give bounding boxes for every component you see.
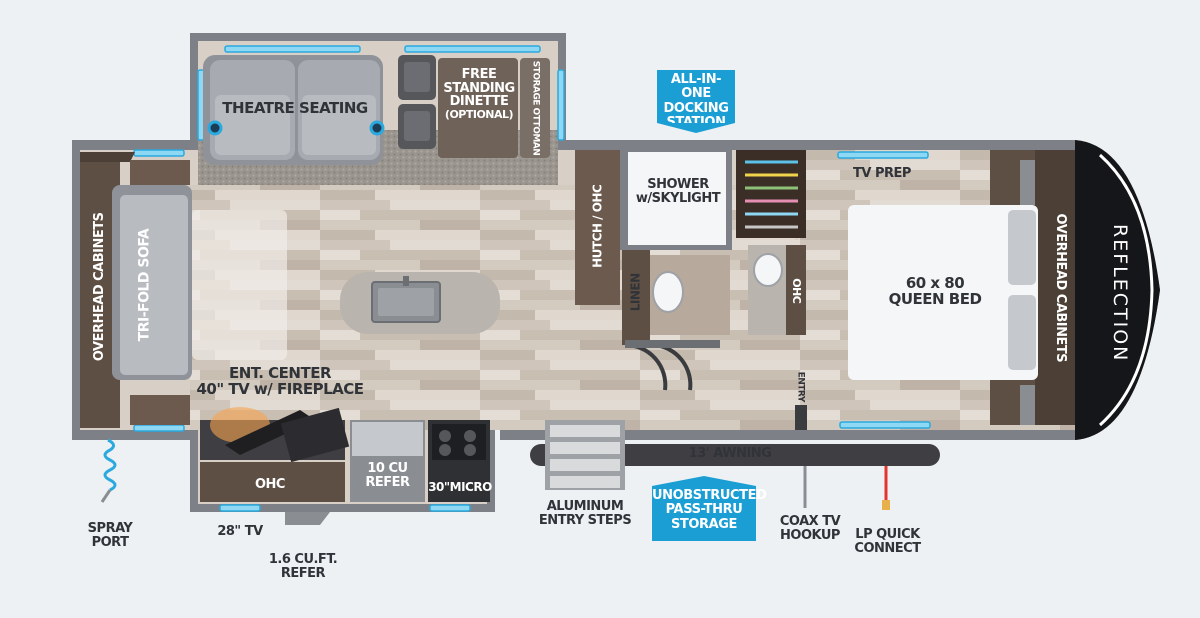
bathroom: [620, 150, 806, 391]
micro-label: 30"MICRO: [428, 480, 492, 494]
ent-center-line1: ENT. CENTER: [228, 364, 332, 382]
ent-center-label: ENT. CENTER 40" TV w/ FIREPLACE: [195, 364, 365, 398]
storage-line3: STORAGE: [670, 516, 738, 532]
entertainment-center: [200, 407, 350, 463]
linen-label: LINEN: [628, 273, 643, 312]
refer-line2: REFER: [365, 474, 410, 490]
docking-line2: DOCKING: [663, 100, 729, 116]
coax-line2: HOOKUP: [780, 527, 840, 543]
docking-badge-pointer: [657, 123, 735, 133]
lp-label: LP QUICK CONNECT: [845, 528, 930, 555]
refrigerator: [350, 420, 425, 502]
dinette-label-line3: DINETTE: [449, 94, 509, 110]
entry-steps-line1: ALUMINUM: [546, 499, 624, 514]
tri-fold-sofa-label: TRI-FOLD SOFA: [136, 228, 153, 342]
spray-port-line2: PORT: [91, 534, 129, 550]
storage-line2: PASS-THRU: [665, 502, 743, 518]
shower-label: SHOWER w/SKYLIGHT: [630, 178, 726, 205]
refer-line1: 10 CU: [367, 461, 408, 476]
overhead-cabinets-right-label: OVERHEAD CABINETS: [1052, 213, 1068, 363]
front-cap-stripe: [1098, 153, 1154, 427]
spray-port: [100, 438, 117, 503]
ent-center-line2: 40" TV w/ FIREPLACE: [196, 379, 364, 398]
aluminum-entry-steps: [545, 420, 625, 490]
kitchen-ohc: [200, 462, 345, 502]
queen-bed-line2: QUEEN BED: [888, 289, 982, 308]
hutch-ohc-label: HUTCH / OHC: [590, 184, 605, 268]
tri-fold-sofa: [112, 185, 192, 380]
brand-logo: REFLECTION: [1109, 224, 1131, 363]
docking-line1: ALL-IN-ONE: [670, 72, 722, 102]
living-rug: [192, 210, 287, 360]
spray-port-line1: SPRAY: [87, 521, 133, 536]
dinette-label-line4: (OPTIONAL): [444, 107, 514, 121]
entry-label: ENTRY: [795, 371, 806, 402]
mini-refer-line1: 1.6 CU.FT.: [268, 552, 338, 567]
tv-28-label: 28" TV: [217, 524, 263, 539]
lp-line2: CONNECT: [854, 540, 921, 556]
storage-ottoman-label: STORAGE OTTOMAN: [530, 60, 541, 156]
dinette-label-line1: FREE: [461, 67, 497, 82]
mini-refer-label: 1.6 CU.FT. REFER: [258, 553, 348, 580]
tv-prep-label: TV PREP: [853, 166, 911, 181]
entry-door: [795, 405, 807, 430]
dinette-label: FREE STANDING DINETTE (OPTIONAL): [440, 68, 518, 120]
coax-line1: COAX TV: [779, 514, 841, 529]
mini-refer-line2: REFER: [280, 565, 326, 581]
coax-label: COAX TV HOOKUP: [770, 515, 850, 542]
storage-badge-pointer: [652, 476, 756, 486]
docking-station-badge: ALL-IN-ONE DOCKING STATION: [657, 70, 735, 130]
dinette-label-line2: STANDING: [443, 80, 515, 96]
storage-line1: UNOBSTRUCTED: [652, 488, 767, 503]
bedroom: [848, 150, 1077, 425]
overhead-cabinets-left-label: OVERHEAD CABINETS: [92, 212, 108, 362]
queen-bed-line1: 60 x 80: [905, 274, 965, 292]
bath-ohc-label: OHC: [789, 278, 803, 304]
awning: [530, 444, 940, 466]
shower-line2: w/SKYLIGHT: [635, 190, 721, 206]
spray-port-label: SPRAY PORT: [80, 522, 140, 549]
kitchen-ohc-label: OHC: [255, 477, 285, 492]
theatre-seating-label: THEATRE SEATING: [222, 99, 368, 117]
theatre-seating: [203, 55, 385, 165]
range-microwave: [428, 420, 490, 502]
kitchen-island: [340, 272, 500, 334]
free-standing-dinette: [398, 55, 550, 158]
lp-line1: LP QUICK: [855, 527, 920, 542]
refer-label: 10 CU REFER: [352, 462, 423, 489]
entry-steps-label: ALUMINUM ENTRY STEPS: [530, 500, 640, 527]
pass-thru-storage-badge: UNOBSTRUCTED PASS-THRU STORAGE: [652, 486, 767, 541]
shower-line1: SHOWER: [647, 177, 709, 192]
entry-steps-line2: ENTRY STEPS: [538, 512, 632, 528]
awning-label: 13' AWNING: [688, 446, 772, 461]
lp-fitting: [882, 500, 890, 510]
hutch-cabinet: [575, 150, 620, 305]
mini-refer: [285, 512, 330, 525]
queen-bed-label: 60 x 80 QUEEN BED: [875, 274, 995, 308]
